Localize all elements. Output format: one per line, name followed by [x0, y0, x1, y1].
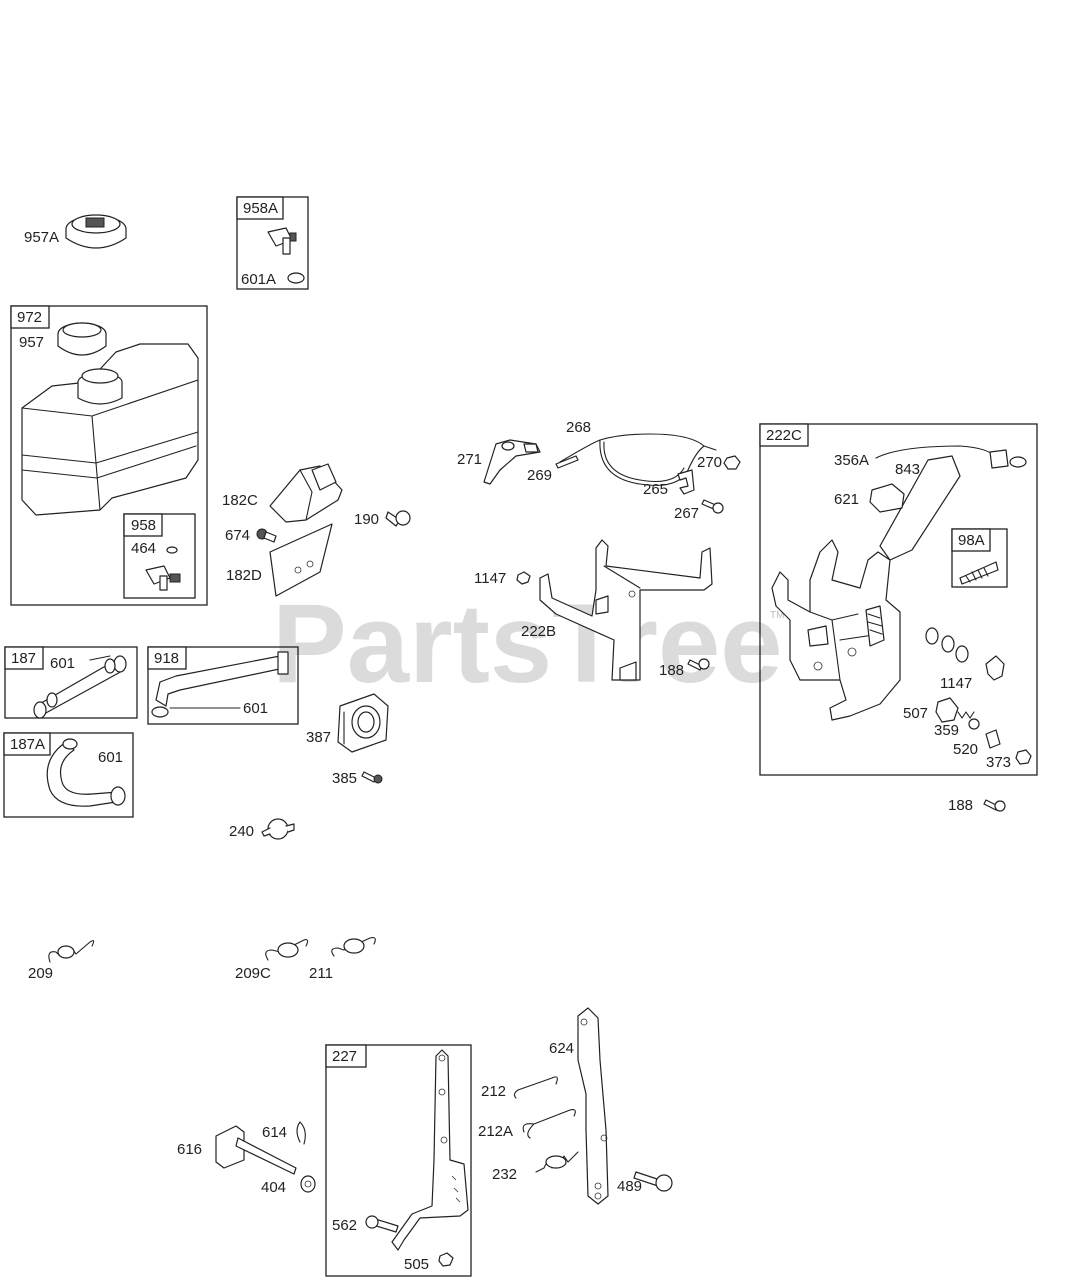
label-505: 505: [404, 1256, 429, 1273]
label-562: 562: [332, 1217, 357, 1234]
label-621: 621: [834, 491, 859, 508]
label-614: 614: [262, 1124, 287, 1141]
part-1147-nut-center[interactable]: [516, 571, 531, 585]
part-270-nut[interactable]: [723, 455, 741, 470]
part-265-clip[interactable]: [677, 469, 695, 495]
part-209-spring[interactable]: [48, 940, 95, 963]
label-601-a: 601: [50, 655, 75, 672]
part-188-screw-right[interactable]: [983, 799, 1006, 812]
label-601-c: 601: [98, 749, 123, 766]
label-212: 212: [481, 1083, 506, 1100]
watermark-trademark: TM: [770, 610, 784, 621]
group-187A-label: 187A: [10, 736, 45, 753]
label-240: 240: [229, 823, 254, 840]
part-267-screw[interactable]: [701, 499, 724, 514]
part-232-spring[interactable]: [535, 1151, 579, 1173]
label-385: 385: [332, 770, 357, 787]
label-601-b: 601: [243, 700, 268, 717]
label-404: 404: [261, 1179, 286, 1196]
label-267: 267: [674, 505, 699, 522]
label-507: 507: [903, 705, 928, 722]
label-211: 211: [309, 965, 333, 982]
label-520: 520: [953, 741, 978, 758]
group-222C-label: 222C: [766, 427, 802, 444]
label-1147-b: 1147: [940, 675, 972, 692]
label-359: 359: [934, 722, 959, 739]
label-464: 464: [131, 540, 156, 557]
label-601A: 601A: [241, 271, 276, 288]
part-212A-link[interactable]: [522, 1109, 576, 1139]
label-222B: 222B: [521, 623, 556, 640]
group-958A[interactable]: 958A 601A: [236, 196, 309, 290]
label-188-b: 188: [948, 797, 973, 814]
label-616: 616: [177, 1141, 202, 1158]
group-918-label: 918: [154, 650, 179, 667]
group-958[interactable]: 958 464: [123, 513, 196, 599]
group-958A-label: 958A: [243, 200, 278, 217]
group-918[interactable]: 918 601: [147, 646, 299, 725]
group-972[interactable]: 972 957: [10, 305, 208, 606]
label-356A: 356A: [834, 452, 869, 469]
part-209C-spring[interactable]: [265, 939, 309, 961]
part-188-screw-center[interactable]: [687, 658, 710, 671]
group-187-label: 187: [11, 650, 36, 667]
label-268: 268: [566, 419, 591, 436]
label-957: 957: [19, 334, 44, 351]
group-98A-label: 98A: [958, 532, 985, 549]
part-190-screw[interactable]: [385, 510, 411, 527]
part-268-cable[interactable]: [555, 433, 717, 486]
label-271: 271: [457, 451, 482, 468]
label-265: 265: [643, 481, 668, 498]
label-209C: 209C: [235, 965, 271, 982]
part-212-link[interactable]: [513, 1076, 558, 1099]
group-958-label: 958: [131, 517, 156, 534]
label-843: 843: [895, 461, 920, 478]
part-616-pin[interactable]: [215, 1125, 297, 1175]
label-674: 674: [225, 527, 250, 544]
label-190: 190: [354, 511, 379, 528]
part-387-fuel-pump[interactable]: [337, 693, 389, 753]
label-1147-a: 1147: [474, 570, 506, 587]
label-269: 269: [527, 467, 552, 484]
part-489-bolt[interactable]: [633, 1171, 673, 1192]
label-182D: 182D: [226, 567, 262, 584]
label-624: 624: [549, 1040, 574, 1057]
label-232: 232: [492, 1166, 517, 1183]
part-385-screw[interactable]: [361, 771, 383, 784]
label-209: 209: [28, 965, 53, 982]
group-187[interactable]: 187 601: [4, 646, 138, 719]
part-182C-bracket[interactable]: [269, 463, 343, 523]
part-182D-plate[interactable]: [269, 523, 333, 597]
group-227[interactable]: 227 562 505: [325, 1044, 472, 1277]
label-270: 270: [697, 454, 722, 471]
group-972-label: 972: [17, 309, 42, 326]
label-373: 373: [986, 754, 1011, 771]
part-240-filter[interactable]: [261, 818, 295, 840]
group-187A[interactable]: 187A 601: [3, 732, 134, 818]
part-614-cotter-pin[interactable]: [296, 1121, 306, 1145]
label-387: 387: [306, 729, 331, 746]
label-182C: 182C: [222, 492, 258, 509]
watermark: PartsTree: [272, 581, 783, 706]
part-674-screw[interactable]: [256, 528, 277, 543]
part-404-washer[interactable]: [300, 1175, 316, 1193]
part-222B-bracket[interactable]: [539, 539, 713, 681]
part-957A-fuel-cap[interactable]: [65, 214, 127, 249]
label-489: 489: [617, 1178, 642, 1195]
group-227-label: 227: [332, 1048, 357, 1065]
label-212A: 212A: [478, 1123, 513, 1140]
label-188-a: 188: [659, 662, 684, 679]
part-624-lever[interactable]: [577, 1007, 609, 1205]
group-222C[interactable]: 222C 356A 843 621 98A 1147: [759, 423, 1038, 776]
label-957A: 957A: [24, 229, 59, 246]
part-211-spring[interactable]: [331, 937, 376, 957]
part-271-lever[interactable]: [483, 439, 541, 485]
